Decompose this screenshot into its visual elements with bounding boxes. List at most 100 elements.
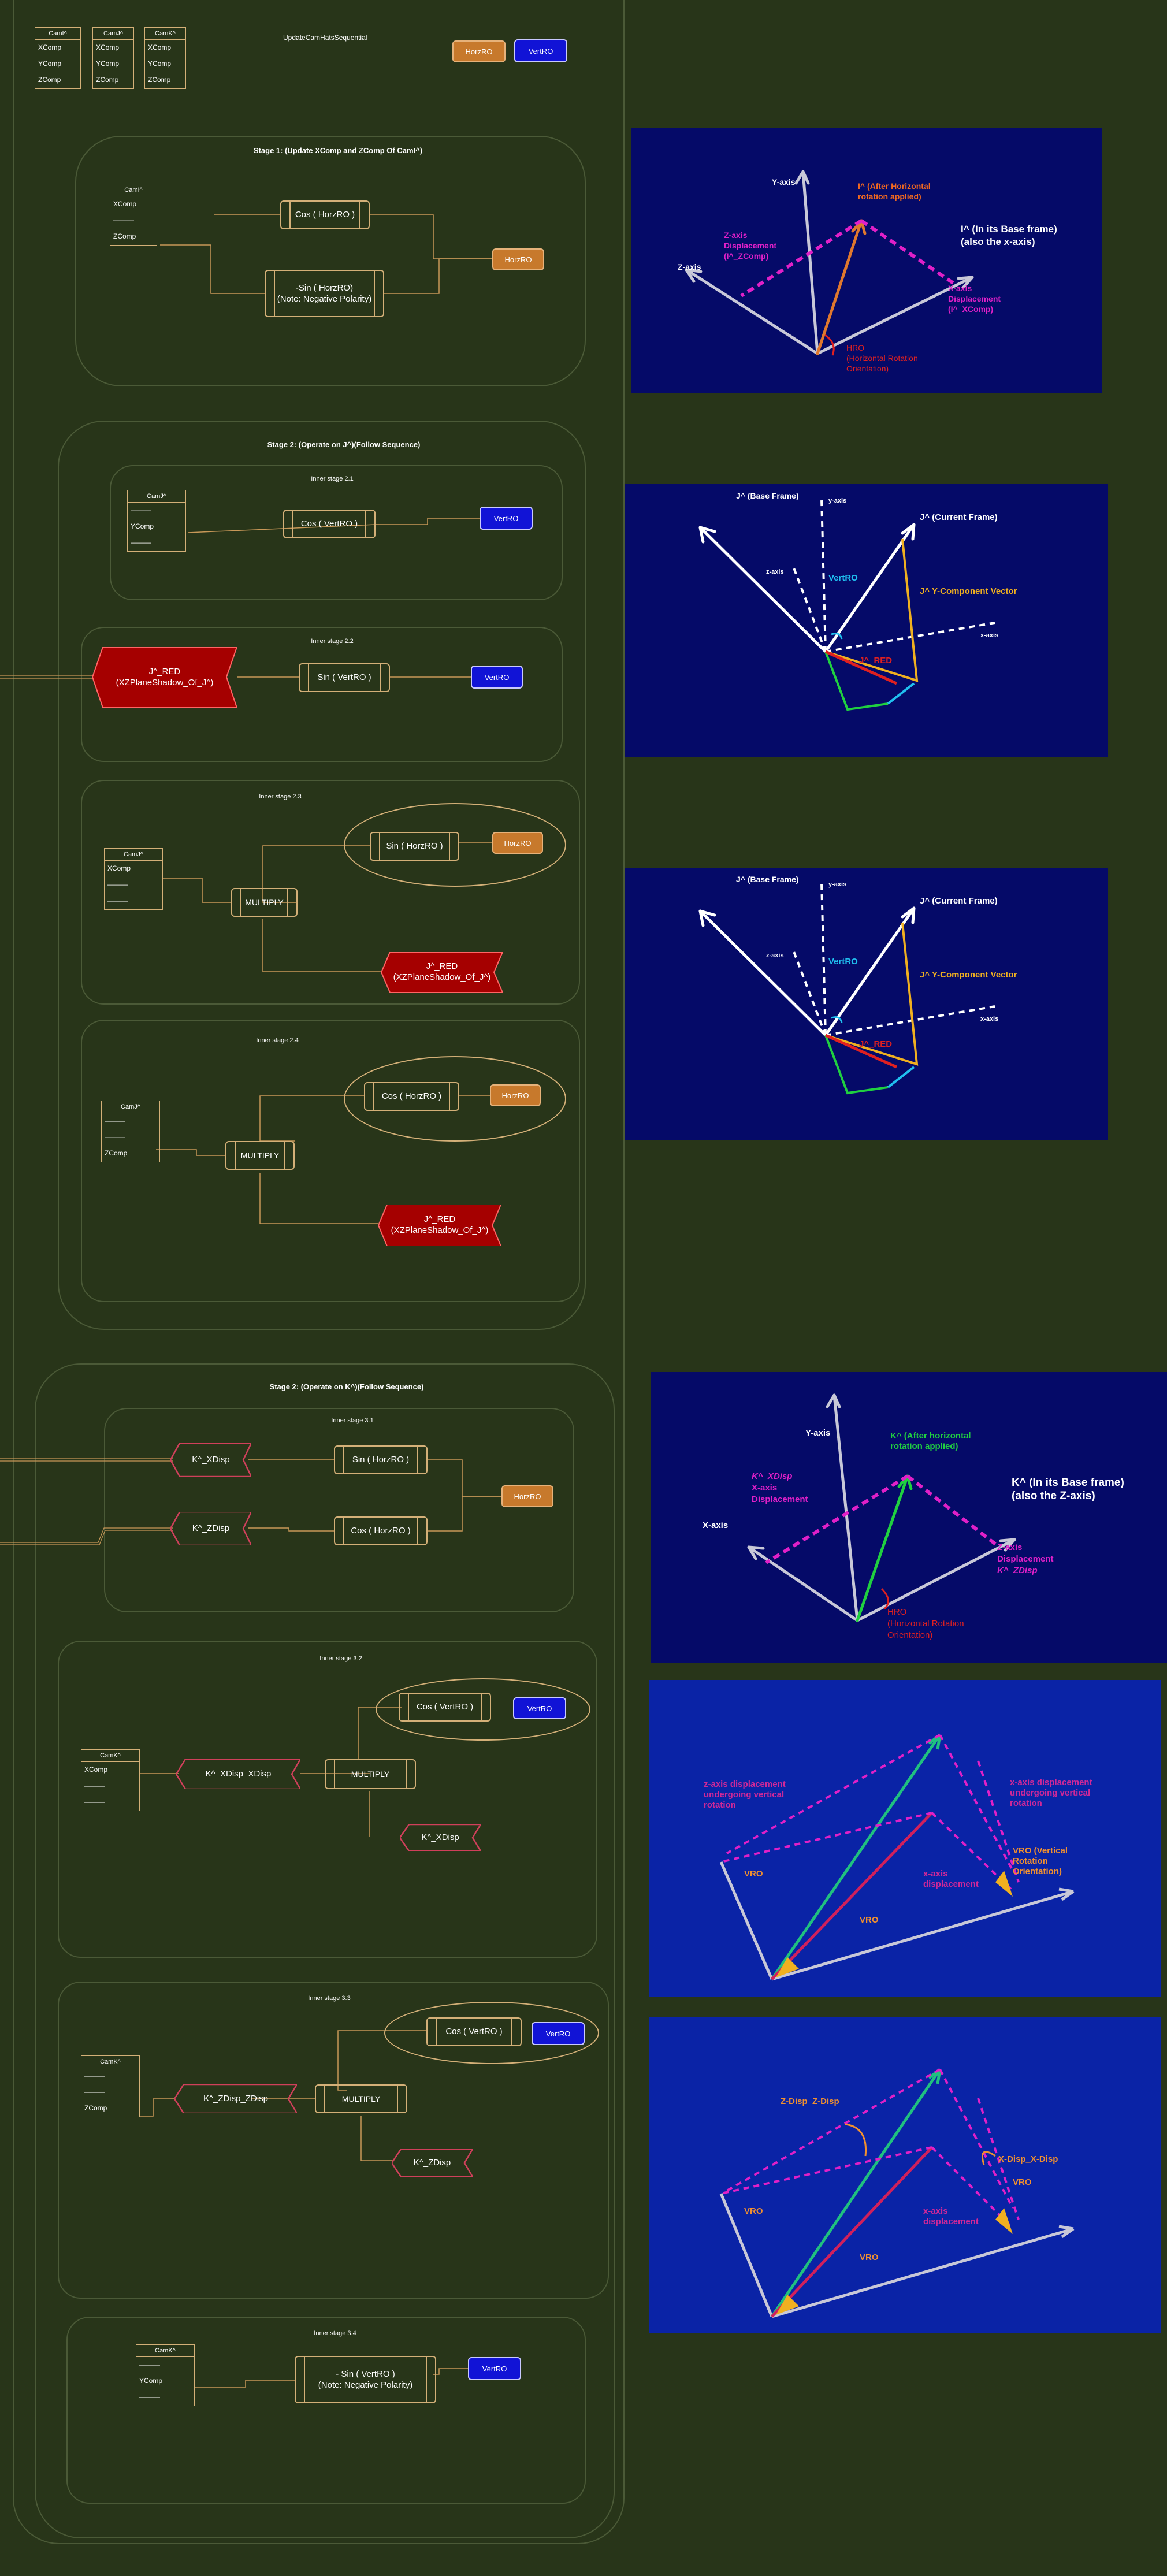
label-j-current: J^ (Current Frame) [920, 896, 998, 906]
stage1-title: Stage 1: (Update XComp and ZComp Of CamI… [253, 146, 423, 155]
label-x-line-3: rotation [1010, 1798, 1042, 1808]
neg-sin-horzro-process[interactable]: -Sin ( HorzRO) (Note: Negative Polarity) [265, 270, 384, 317]
multiply-process[interactable]: MULTIPLY [315, 2084, 407, 2113]
k-xdisp-xdisp-output: K^_XDisp_XDisp [176, 1759, 300, 1789]
multiply-process[interactable]: MULTIPLY [231, 888, 298, 917]
j-red-input: J^_RED(XZPlaneShadow_Of_J^) [381, 952, 503, 993]
label-hro: HRO [846, 343, 864, 352]
cos-horzro-process[interactable]: Cos ( HorzRO ) [280, 200, 370, 229]
table-name: CamK^ [145, 28, 185, 40]
table-row: ——— [107, 880, 128, 889]
vertro-input[interactable]: VertRO [468, 2357, 521, 2380]
j-hat-vector-diagram-1: J^ (Base Frame) y-axis J^ (Current Frame… [698, 491, 1017, 711]
inner21-table: CamJ^ ——— YComp ——— [127, 490, 186, 552]
diagram-k-hat-horizontal: Y-axis X-axis K^ (In its Base frame) (al… [651, 1372, 1167, 1663]
label-i-base: I^ (In its Base frame) [961, 224, 1057, 235]
horzro-button[interactable]: HorzRO [452, 40, 506, 62]
multiply-process[interactable]: MULTIPLY [225, 1141, 295, 1170]
table-row: XComp [113, 200, 137, 208]
inner33-frame [58, 1982, 609, 2299]
k-xdisp-input: K^_XDisp [400, 1824, 481, 1851]
k-zdisp-input: K^_ZDisp [392, 2149, 473, 2177]
label-x-disp: x-axis [923, 2206, 948, 2216]
table-name: CamJ^ [93, 28, 133, 40]
cos-horzro-process[interactable]: Cos ( HorzRO ) [364, 1082, 459, 1111]
process-note: (Note: Negative Polarity) [318, 2380, 413, 2390]
label-vertro: VertRO [828, 957, 858, 967]
k-hat-vector-diagram: Y-axis X-axis K^ (In its Base frame) (al… [703, 1393, 1124, 1640]
inner24-title: Inner stage 2.4 [256, 1037, 299, 1044]
label-y-component: J^ Y-Component Vector [920, 970, 1017, 980]
stage1-frame [75, 136, 586, 386]
label-vro-long-3: Orientation) [1013, 1867, 1062, 1876]
disp-disp-diagram: Z-Disp_Z-Disp X-Disp_X-Disp VRO VRO VRO … [719, 2068, 1075, 2318]
cos-horzro-process[interactable]: Cos ( HorzRO ) [334, 1516, 428, 1545]
flag-label: J^_RED [426, 961, 458, 972]
sin-horzro-process[interactable]: Sin ( HorzRO ) [334, 1445, 428, 1474]
inner31-frame [104, 1408, 574, 1612]
horzro-input[interactable]: HorzRO [492, 248, 544, 270]
table-row: ——— [131, 506, 151, 514]
vertro-input[interactable]: VertRO [513, 1697, 566, 1719]
table-row: ——— [105, 1117, 125, 1125]
horzro-input[interactable]: HorzRO [490, 1084, 541, 1106]
stage2k-title: Stage 2: (Operate on K^)(Follow Sequence… [269, 1382, 424, 1391]
multiply-process[interactable]: MULTIPLY [325, 1759, 416, 1789]
label-k-base: K^ (In its Base frame) [1012, 1477, 1124, 1489]
label-z-disp: Z-axis [997, 1542, 1022, 1552]
inner23-frame [81, 780, 580, 1005]
flag-sub: (XZPlaneShadow_Of_J^) [391, 1225, 489, 1235]
table-row: YComp [131, 522, 154, 530]
label-x-line: x-axis displacement [1010, 1778, 1092, 1787]
stage2j-frame [58, 421, 586, 1330]
label-x-axis: X-axis [703, 1521, 728, 1530]
table-row: ZComp [38, 76, 61, 84]
table-row: YComp [148, 60, 172, 68]
cos-vertro-process[interactable]: Cos ( VertRO ) [283, 510, 376, 538]
label-i-after: I^ (After Horizontal [858, 181, 931, 191]
table-row: ——— [113, 216, 134, 224]
table-row: ——— [107, 897, 128, 905]
inner34-table: CamK^ ——— YComp ——— [136, 2344, 195, 2406]
cos-vertro-process[interactable]: Cos ( VertRO ) [426, 2017, 522, 2046]
vertro-input[interactable]: VertRO [480, 507, 533, 530]
sin-vertro-process[interactable]: Sin ( VertRO ) [299, 663, 390, 692]
vertro-button[interactable]: VertRO [514, 39, 567, 62]
label-x-disp: X-axis [948, 284, 972, 293]
table-name: CamJ^ [102, 1101, 159, 1113]
j-red-output: J^_RED(XZPlaneShadow_Of_J^) [92, 647, 237, 708]
vertro-input[interactable]: VertRO [532, 2022, 585, 2045]
label-k-zdisp: K^_ZDisp [997, 1566, 1038, 1575]
label-z-disp: Z-axis [724, 231, 748, 240]
table-row: XComp [96, 43, 120, 51]
sin-horzro-process[interactable]: Sin ( HorzRO ) [370, 832, 459, 861]
neg-sin-vertro-process[interactable]: - Sin ( VertRO ) (Note: Negative Polarit… [295, 2356, 436, 2403]
cos-vertro-process[interactable]: Cos ( VertRO ) [399, 1693, 491, 1722]
process-label: -Sin ( HorzRO) [295, 282, 354, 293]
sin-horzro-group [344, 803, 566, 887]
label-x-disp-x-disp: X-Disp_X-Disp [998, 2154, 1058, 2164]
horzro-input[interactable]: HorzRO [492, 832, 543, 854]
label-vro: VRO [1013, 2177, 1032, 2187]
label-j-base: J^ (Base Frame) [736, 491, 799, 500]
label-j-base: J^ (Base Frame) [736, 875, 799, 884]
flag-label: K^_ZDisp [192, 1523, 230, 1533]
table-row: ——— [84, 2072, 105, 2080]
label-z-axis: z-axis [766, 568, 784, 575]
table-row: YComp [96, 60, 120, 68]
label-y-component: J^ Y-Component Vector [920, 586, 1017, 596]
flag-label: K^_ZDisp_ZDisp [203, 2093, 269, 2103]
label-z-axis: Z-axis [678, 262, 701, 272]
horzro-input[interactable]: HorzRO [501, 1485, 553, 1507]
inner33-title: Inner stage 3.3 [308, 1995, 351, 2002]
diagram-i-hat-horizontal: Y-axis Z-axis I^ (In its Base frame) (al… [631, 128, 1102, 393]
label-x-disp-2: displacement [923, 1879, 979, 1889]
inner31-title: Inner stage 3.1 [331, 1417, 374, 1424]
table-name: CamJ^ [105, 849, 162, 861]
label-hro: HRO [887, 1607, 906, 1617]
inner33-table: CamK^ ——— ——— ZComp [81, 2055, 140, 2117]
vertro-input[interactable]: VertRO [471, 666, 523, 689]
diagram-j-hat-vertical-2: J^ (Base Frame) y-axis J^ (Current Frame… [625, 868, 1108, 1140]
cos-vertro-group [376, 1678, 590, 1741]
label-j-red: J^_RED [859, 656, 892, 666]
